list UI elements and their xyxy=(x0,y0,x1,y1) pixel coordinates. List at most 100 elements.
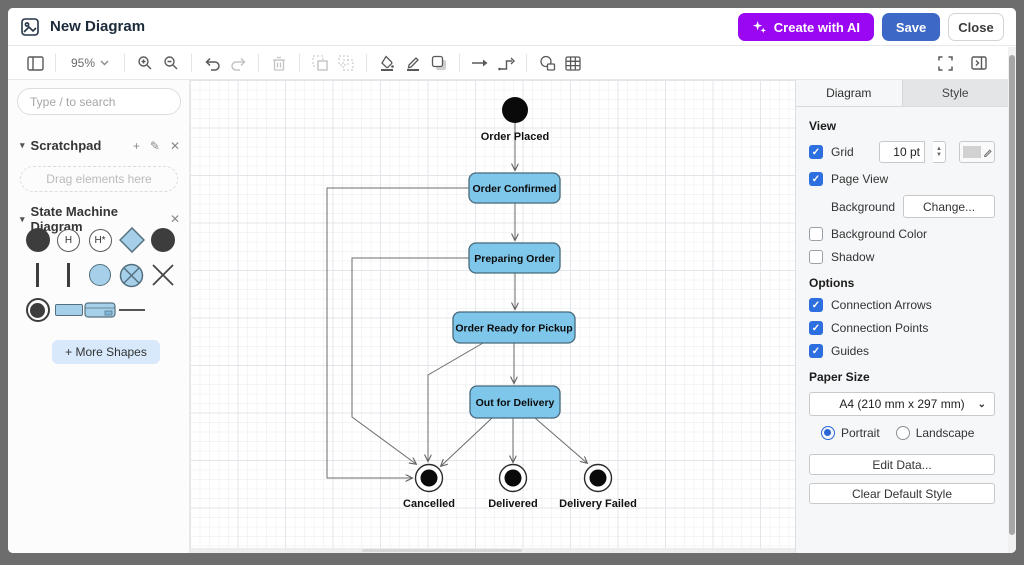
landscape-radio[interactable] xyxy=(895,426,910,440)
grid-size-spinner[interactable]: ▲▼ xyxy=(933,141,946,163)
shape-transition-line[interactable] xyxy=(116,296,147,324)
scratchpad-header[interactable]: ▾ Scratchpad + ✎ ✕ xyxy=(20,138,180,153)
background-color-checkbox[interactable] xyxy=(809,227,823,241)
node-delivery-failed[interactable]: Delivery Failed xyxy=(559,463,637,511)
redo-icon[interactable] xyxy=(225,51,251,75)
edge-ready-cancelled[interactable] xyxy=(428,342,484,461)
save-button[interactable]: Save xyxy=(882,13,940,41)
page-view-checkbox[interactable]: ✓ xyxy=(809,172,823,186)
scratchpad-dropzone[interactable]: Drag elements here xyxy=(20,166,178,192)
separator xyxy=(366,54,368,72)
tab-style[interactable]: Style xyxy=(901,80,1008,106)
scratchpad-add-icon[interactable]: + xyxy=(132,138,140,153)
edit-data-button[interactable]: Edit Data... xyxy=(809,454,995,475)
clear-default-style-button[interactable]: Clear Default Style xyxy=(809,483,995,504)
grid-label: Grid xyxy=(831,145,854,159)
portrait-radio[interactable] xyxy=(821,426,835,440)
shape-fork-bar[interactable] xyxy=(22,261,53,289)
state-machine-diagram: Order Placed Order Confirmed Preparing O… xyxy=(326,97,637,511)
node-initial-state[interactable] xyxy=(502,97,528,123)
edge-ofd-deliveryfailed[interactable] xyxy=(534,417,587,463)
zoom-out-icon[interactable] xyxy=(158,51,184,75)
portrait-label: Portrait xyxy=(841,426,880,440)
line-color-icon[interactable] xyxy=(400,51,426,75)
connection-arrow-icon[interactable] xyxy=(467,51,493,75)
toggle-sidebar-icon[interactable] xyxy=(22,51,48,75)
shape-state[interactable] xyxy=(53,296,84,324)
zoom-in-icon[interactable] xyxy=(132,51,158,75)
shape-final-state[interactable] xyxy=(22,296,53,324)
svg-text:Delivered: Delivered xyxy=(488,498,538,510)
shape-junction[interactable] xyxy=(84,261,116,289)
paper-size-select[interactable]: A4 (210 mm x 297 mm) ⌄ xyxy=(809,392,995,416)
canvas-horizontal-scrollbar[interactable] xyxy=(190,548,795,553)
shape-terminate[interactable] xyxy=(147,261,178,289)
node-order-ready-for-pickup[interactable]: Order Ready for Pickup xyxy=(452,311,576,344)
edge-ofd-cancelled[interactable] xyxy=(441,417,493,466)
edge-preparing-cancelled[interactable] xyxy=(351,257,469,464)
node-cancelled[interactable]: Cancelled xyxy=(403,463,455,511)
search-input[interactable] xyxy=(17,88,181,115)
guides-checkbox[interactable]: ✓ xyxy=(809,344,823,358)
spinner-up-icon[interactable]: ▲ xyxy=(936,146,942,152)
shapes-sidebar: ▾ Scratchpad + ✎ ✕ Drag elements here ▾ … xyxy=(8,80,190,553)
node-out-for-delivery[interactable]: Out for Delivery xyxy=(469,385,561,419)
grid-checkbox[interactable]: ✓ xyxy=(809,145,823,159)
diagram-canvas[interactable]: Order Placed Order Confirmed Preparing O… xyxy=(190,80,795,553)
tab-diagram[interactable]: Diagram xyxy=(826,86,872,100)
shape-shallow-history[interactable]: H xyxy=(53,226,84,254)
close-button[interactable]: Close xyxy=(948,13,1004,41)
edge-confirmed-cancelled[interactable] xyxy=(326,187,469,478)
shape-initial-state[interactable] xyxy=(22,226,53,254)
landscape-label: Landscape xyxy=(915,426,975,440)
background-change-button[interactable]: Change... xyxy=(903,195,995,218)
shape-join-bar[interactable] xyxy=(53,261,84,289)
to-back-icon[interactable] xyxy=(333,51,359,75)
insert-shape-icon[interactable] xyxy=(534,51,560,75)
node-preparing-order[interactable]: Preparing Order xyxy=(468,242,561,274)
caret-down-icon: ▾ xyxy=(20,140,25,150)
guides-label: Guides xyxy=(831,344,870,358)
fill-color-icon[interactable] xyxy=(374,51,400,75)
undo-icon[interactable] xyxy=(199,51,225,75)
shadow-icon[interactable] xyxy=(426,51,452,75)
grid-color-swatch xyxy=(962,146,981,158)
spinner-down-icon[interactable]: ▼ xyxy=(936,152,942,158)
separator xyxy=(459,54,461,72)
more-shapes-button[interactable]: + More Shapes xyxy=(52,340,160,364)
scratchpad-edit-icon[interactable]: ✎ xyxy=(149,138,160,153)
scrollbar-thumb[interactable] xyxy=(1009,55,1015,535)
node-delivered[interactable]: Delivered xyxy=(488,463,538,511)
fullscreen-icon[interactable] xyxy=(932,51,958,75)
section-close-icon[interactable]: ✕ xyxy=(169,212,180,226)
shape-exit-point[interactable] xyxy=(116,261,147,289)
svg-text:Order Confirmed: Order Confirmed xyxy=(472,183,556,195)
scrollbar-thumb[interactable] xyxy=(362,549,522,552)
format-panel-toggle-icon[interactable] xyxy=(966,51,992,75)
grid-color-button[interactable] xyxy=(959,141,995,163)
delete-icon[interactable] xyxy=(266,51,292,75)
waypoints-icon[interactable] xyxy=(493,51,519,75)
shape-palette: H H* xyxy=(22,226,178,324)
panel-vertical-scrollbar[interactable] xyxy=(1008,47,1016,553)
shape-initial-state-2[interactable] xyxy=(147,226,178,254)
shape-composite-state[interactable] xyxy=(84,296,116,324)
create-with-ai-button[interactable]: Create with AI xyxy=(737,13,874,41)
shape-choice[interactable] xyxy=(116,226,147,254)
options-heading: Options xyxy=(809,276,855,290)
connection-arrows-checkbox[interactable]: ✓ xyxy=(809,298,823,312)
zoom-dropdown[interactable]: 95% xyxy=(63,56,117,70)
separator xyxy=(526,54,528,72)
grid-size-input[interactable]: 10 pt xyxy=(879,141,925,163)
insert-table-icon[interactable] xyxy=(560,51,586,75)
to-front-icon[interactable] xyxy=(307,51,333,75)
node-order-confirmed[interactable]: Order Confirmed xyxy=(468,172,561,204)
svg-text:Delivery Failed: Delivery Failed xyxy=(559,498,637,510)
shadow-label: Shadow xyxy=(831,250,875,264)
edit-pencil-icon xyxy=(983,148,992,157)
shadow-checkbox[interactable] xyxy=(809,250,823,264)
sparkle-icon xyxy=(752,20,766,33)
shape-deep-history[interactable]: H* xyxy=(84,226,116,254)
connection-points-checkbox[interactable]: ✓ xyxy=(809,321,823,335)
scratchpad-close-icon[interactable]: ✕ xyxy=(169,138,180,153)
